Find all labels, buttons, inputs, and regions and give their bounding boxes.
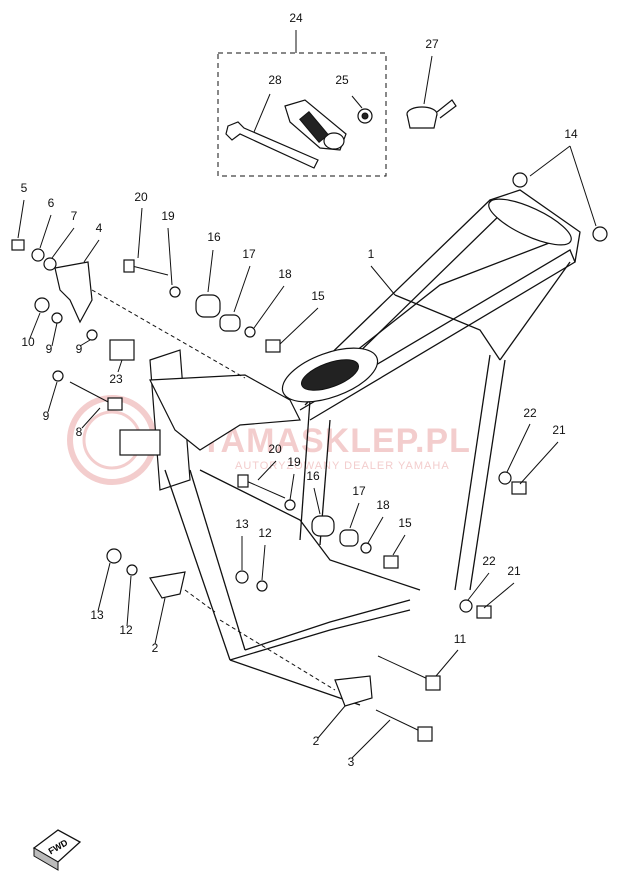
callout-9: 9 (76, 342, 83, 356)
fasteners-right (459, 423, 559, 619)
nut-icon (34, 297, 50, 313)
callout-6: 6 (48, 196, 55, 210)
callout-20: 20 (134, 190, 148, 204)
callout-18: 18 (278, 267, 292, 281)
washer-icon (31, 248, 45, 262)
callout-14: 14 (564, 127, 578, 141)
mount-plate-icon (149, 571, 186, 599)
callout-13: 13 (235, 517, 249, 531)
callout-17: 17 (352, 484, 366, 498)
tag-icon (109, 339, 135, 361)
tool-kit-box (217, 30, 387, 177)
callout-12: 12 (119, 623, 133, 637)
callout-27: 27 (425, 37, 439, 51)
callout-2: 2 (152, 641, 159, 655)
callout-12: 12 (258, 526, 272, 540)
callout-9: 9 (46, 342, 53, 356)
callout-13: 13 (90, 608, 104, 622)
callout-22: 22 (482, 554, 496, 568)
steering-head-icon (119, 429, 161, 456)
callout-20: 20 (268, 442, 282, 456)
fasteners-lower (97, 548, 459, 759)
callout-10: 10 (21, 335, 35, 349)
callout-4: 4 (96, 221, 103, 235)
callout-7: 7 (71, 209, 78, 223)
fasteners-upper (11, 145, 608, 429)
callout-2: 2 (313, 734, 320, 748)
callout-11: 11 (454, 632, 467, 646)
wrench-icon (225, 121, 319, 169)
callout-17: 17 (242, 247, 256, 261)
callout-28: 28 (268, 73, 282, 87)
callout-15: 15 (311, 289, 325, 303)
bracket-icon (54, 261, 93, 324)
callout-21: 21 (507, 564, 521, 578)
watermark-title: YAMASKLEP.PL (200, 422, 471, 460)
main-frame (119, 189, 581, 706)
callout-8: 8 (76, 425, 83, 439)
callout-19: 19 (287, 455, 301, 469)
watermark-subtitle: AUTORYZOWANY DEALER YAMAHA (235, 460, 450, 472)
callout-15: 15 (398, 516, 412, 530)
callout-23: 23 (109, 372, 123, 386)
callout-3: 3 (348, 755, 355, 769)
callout-5: 5 (21, 181, 28, 195)
fasteners-middle (235, 460, 406, 592)
callout-9: 9 (43, 409, 50, 423)
callout-24: 24 (289, 11, 303, 25)
cap-icon (512, 172, 528, 188)
bushing-icon (195, 294, 221, 318)
forward-arrow-icon: FWD (32, 829, 82, 871)
callout-22: 22 (523, 406, 537, 420)
watermark: YAMASKLEP.PL AUTORYZOWANY DEALER YAMAHA (67, 395, 471, 485)
bolt-icon (11, 239, 25, 251)
callout-18: 18 (376, 498, 390, 512)
clamp-icon (406, 55, 457, 129)
callout-16: 16 (306, 469, 320, 483)
callout-1: 1 (368, 247, 375, 261)
callout-19: 19 (161, 209, 175, 223)
callout-25: 25 (335, 73, 349, 87)
callout-21: 21 (552, 423, 566, 437)
callout-16: 16 (207, 230, 221, 244)
